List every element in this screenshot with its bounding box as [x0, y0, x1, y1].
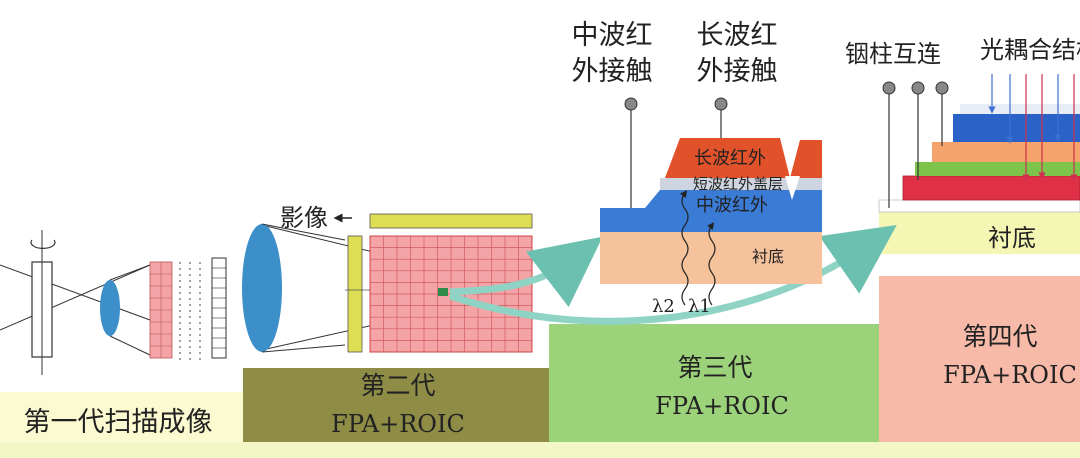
gen4-layer-red: [902, 175, 1080, 201]
mwir-layer-label: 中波红外: [696, 195, 768, 216]
gen1-lens: [100, 280, 120, 336]
gen2-sublabel: FPA+ROIC: [331, 410, 465, 438]
gen3-lwir-layer: [665, 138, 822, 178]
gen2-block: [243, 368, 549, 442]
lwir-contact-line2: 外接触: [697, 56, 778, 87]
gen2-fpa: 影像: [242, 204, 533, 353]
gen4-label: 第四代: [962, 322, 1037, 351]
gen3-substrate-label: 衬底: [752, 247, 784, 266]
gen2-image-label: 影像: [280, 204, 328, 232]
gen1-block: [0, 392, 245, 442]
gen2-lens: [242, 224, 282, 352]
gen4-substrate-band: [879, 210, 1080, 254]
arrow-to-gen3: [449, 236, 603, 308]
gen2-readout-column: [347, 235, 363, 353]
lwir-contact-line1: 长波红: [697, 20, 778, 51]
gen3-label: 第三代: [677, 353, 752, 382]
optical-label: 光耦合结构: [980, 36, 1080, 64]
gen4-layer-green: [915, 162, 1080, 176]
indium-label: 铟柱互连: [845, 40, 941, 68]
lambda2-label: λ2: [652, 296, 675, 317]
gen4-layer-orange: [932, 142, 1080, 162]
gen4-stack: 铟柱互连 光耦合结构 衬底: [845, 36, 1080, 252]
lambda1-label: λ1: [688, 296, 711, 317]
gen2-readout-row: [369, 213, 533, 229]
gen3-swir-layer: [660, 178, 822, 190]
gen4-sublabel: FPA+ROIC: [943, 361, 1077, 389]
mwir-contact-line2: 外接触: [572, 56, 653, 87]
gen4-block: [879, 276, 1080, 442]
gen4-substrate-label: 衬底: [988, 224, 1036, 252]
gen3-mwir-layer: [600, 190, 822, 232]
bottom-band: [0, 440, 1080, 458]
swir-layer-label: 短波红外盖层: [693, 175, 783, 193]
lwir-layer-label: 长波红外: [694, 148, 766, 169]
mwir-contact-line1: 中波红: [572, 20, 653, 51]
gen1-label: 第一代扫描成像: [24, 407, 213, 438]
gen3-sublabel: FPA+ROIC: [655, 392, 789, 420]
gen4-layer-blue: [953, 114, 1080, 142]
gen2-label: 第二代: [360, 371, 435, 400]
gen3-block: [549, 324, 879, 442]
gen3-detector: 中波红 外接触 长波红 外接触 长波红外 短波红外盖层 中波红外 衬底 λ2 λ…: [572, 20, 822, 317]
gen1-scanner: [0, 230, 227, 375]
